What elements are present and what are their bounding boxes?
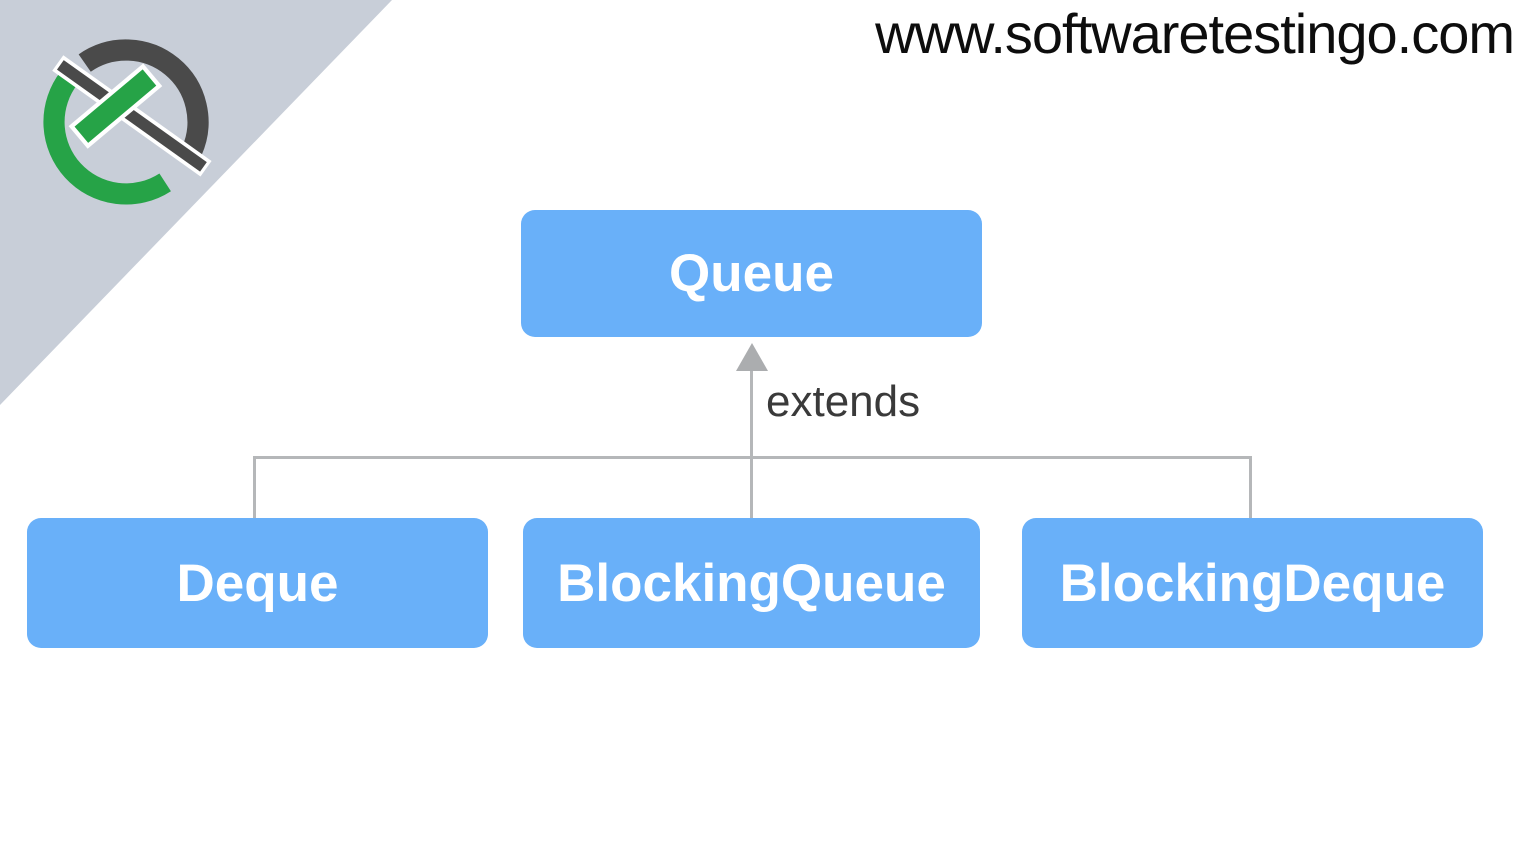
connector-vertical-right — [1249, 456, 1252, 518]
connector-vertical-center — [750, 368, 753, 518]
node-deque-label: Deque — [176, 553, 339, 613]
relation-label-extends: extends — [766, 377, 921, 426]
node-blockingdeque-label: BlockingDeque — [1059, 553, 1446, 613]
connector-horizontal — [253, 456, 1252, 459]
connector-vertical-left — [253, 456, 256, 518]
node-blockingqueue-label: BlockingQueue — [557, 553, 946, 613]
node-queue: Queue — [521, 210, 982, 337]
node-blockingdeque: BlockingDeque — [1022, 518, 1483, 648]
node-blockingqueue: BlockingQueue — [523, 518, 980, 648]
site-url-watermark: www.softwaretestingo.com — [875, 2, 1515, 65]
softwaretestingo-logo-icon — [43, 39, 212, 205]
node-deque: Deque — [27, 518, 488, 648]
extends-arrow-icon — [736, 343, 768, 371]
node-queue-label: Queue — [669, 244, 834, 303]
